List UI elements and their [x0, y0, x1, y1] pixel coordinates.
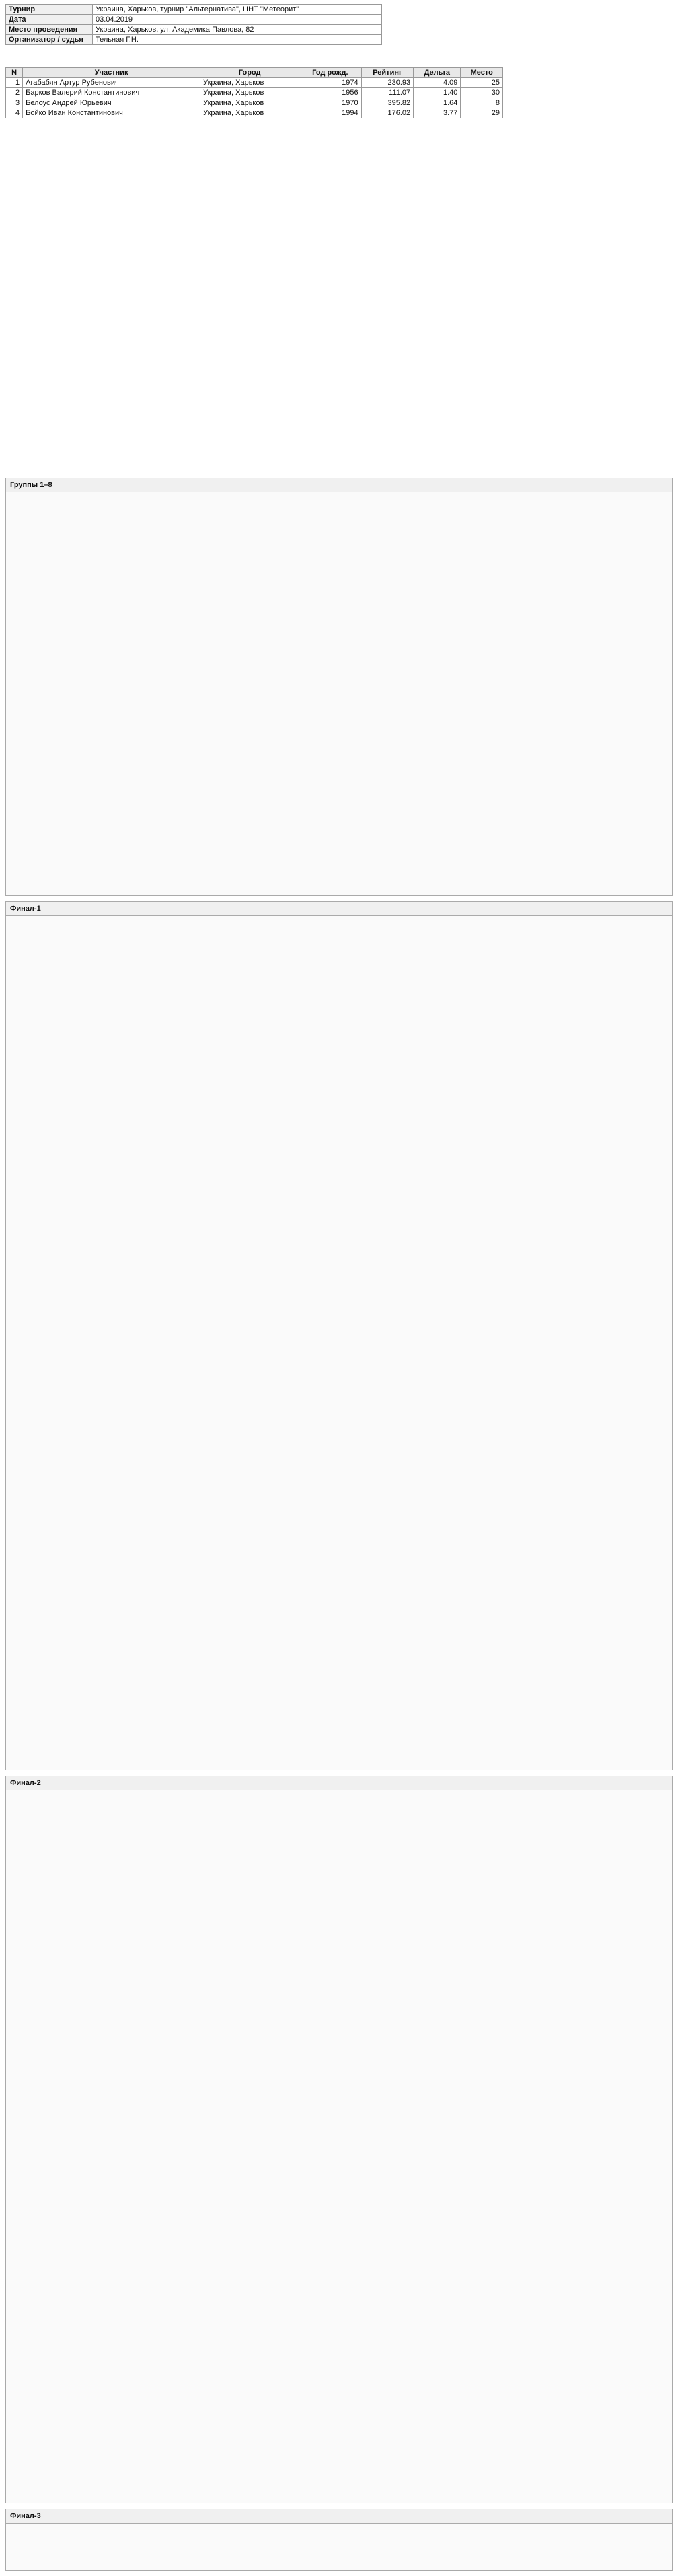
meta-value: 03.04.2019 — [92, 14, 382, 25]
players-header: Участник — [22, 67, 201, 78]
groups-placeholder — [6, 492, 672, 503]
player-cell: 1956 — [299, 87, 362, 98]
meta-value: Украина, Харьков, турнир "Альтернатива",… — [92, 4, 382, 15]
meta-value: Тельная Г.Н. — [92, 34, 382, 45]
player-cell: 8 — [460, 98, 503, 108]
meta-key: Место проведения — [5, 24, 93, 35]
player-cell: Белоус Андрей Юрьевич — [22, 98, 201, 108]
player-cell: Украина, Харьков — [200, 87, 300, 98]
player-cell: 4 — [5, 108, 24, 118]
meta-key: Организатор / судья — [5, 34, 93, 45]
player-cell: Бойко Иван Константинович — [22, 108, 201, 118]
player-cell: 1974 — [299, 77, 362, 88]
players-header: N — [5, 67, 24, 78]
groups-section: Группы 1–8 — [5, 478, 673, 896]
player-cell: Украина, Харьков — [200, 77, 300, 88]
meta-key: Дата — [5, 14, 93, 25]
player-cell: 230.93 — [361, 77, 414, 88]
player-cell: Агабабян Артур Рубенович — [22, 77, 201, 88]
player-cell: 3.77 — [413, 108, 461, 118]
player-cell: 1.40 — [413, 87, 461, 98]
player-cell: 1994 — [299, 108, 362, 118]
final1-title: Финал-1 — [6, 902, 672, 916]
player-cell: 395.82 — [361, 98, 414, 108]
players-header: Год рожд. — [299, 67, 362, 78]
meta-value: Украина, Харьков, ул. Академика Павлова,… — [92, 24, 382, 35]
player-cell: Украина, Харьков — [200, 108, 300, 118]
final1-section: Финал-1 — [5, 901, 673, 1770]
final2-title: Финал-2 — [6, 1776, 672, 1790]
players-header: Город — [200, 67, 300, 78]
final2-section: Финал-2 — [5, 1776, 673, 2503]
player-cell: 111.07 — [361, 87, 414, 98]
player-cell: 1.64 — [413, 98, 461, 108]
player-cell: 1970 — [299, 98, 362, 108]
player-cell: Барков Валерий Константинович — [22, 87, 201, 98]
final3-title: Финал-3 — [6, 2509, 672, 2524]
players-header: Рейтинг — [361, 67, 414, 78]
final3-section: Финал-3 — [5, 2509, 673, 2571]
players-header: Место — [460, 67, 503, 78]
player-cell: 25 — [460, 77, 503, 88]
player-cell: 2 — [5, 87, 24, 98]
player-cell: 3 — [5, 98, 24, 108]
players-header: Дельта — [413, 67, 461, 78]
meta-key: Турнир — [5, 4, 93, 15]
player-cell: 176.02 — [361, 108, 414, 118]
player-cell: 4.09 — [413, 77, 461, 88]
player-cell: 29 — [460, 108, 503, 118]
groups-title: Группы 1–8 — [6, 478, 672, 492]
player-cell: Украина, Харьков — [200, 98, 300, 108]
player-cell: 30 — [460, 87, 503, 98]
player-cell: 1 — [5, 77, 24, 88]
